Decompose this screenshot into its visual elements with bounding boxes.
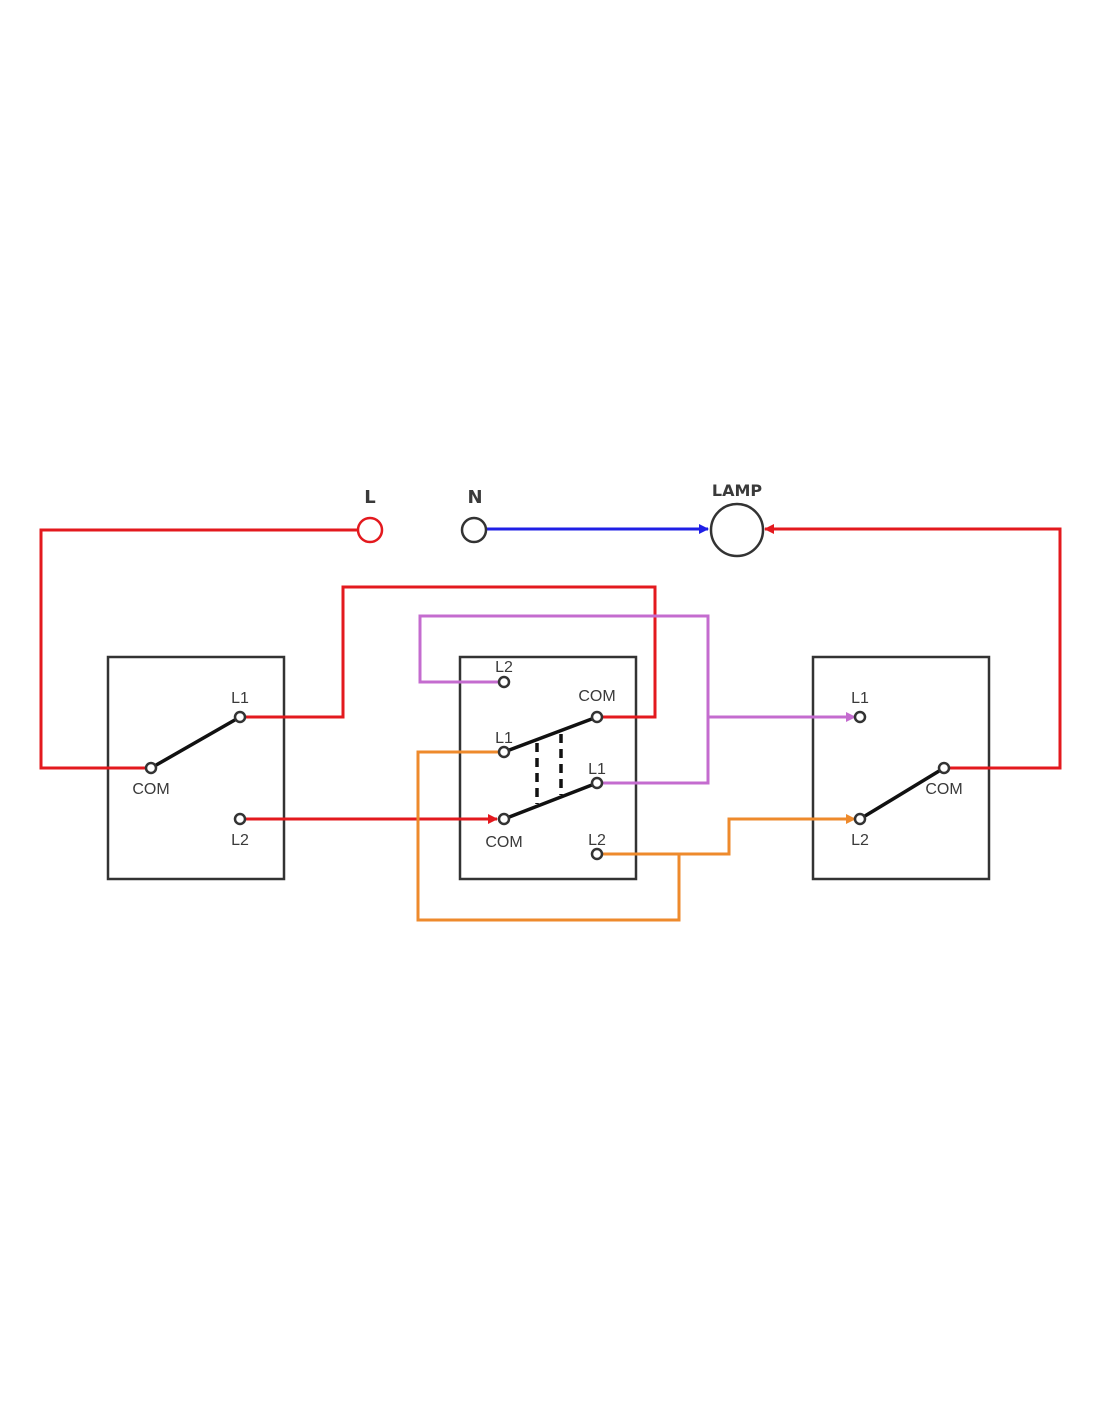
switch-middle-l2-bottom-label: L2 xyxy=(588,832,606,849)
lamp-symbol xyxy=(709,502,765,558)
switch-middle-com-top-terminal xyxy=(590,710,604,724)
switch-right-l1-label: L1 xyxy=(851,690,869,707)
switch-middle-l2-top-terminal xyxy=(497,675,511,689)
switch-middle-l2-top-label: L2 xyxy=(495,659,513,676)
wire-left-l1-to-middle-com-top xyxy=(245,585,657,719)
wire-live-to-left-com xyxy=(39,528,358,770)
switch-left-l2-terminal xyxy=(233,812,247,826)
switch-left-l2-label: L2 xyxy=(231,832,249,849)
switch-right-com-terminal xyxy=(937,761,951,775)
switch-right-com-label: COM xyxy=(925,781,962,798)
switch-left-lever xyxy=(149,715,242,770)
neutral-label: N xyxy=(467,487,482,508)
lamp-label: LAMP xyxy=(712,481,763,500)
switch-middle-com-top-label: COM xyxy=(578,688,615,705)
switch-middle-lever-bottom xyxy=(502,781,599,821)
switch-middle-com-bottom-label: COM xyxy=(485,834,522,851)
switch-middle-l1-left-terminal xyxy=(497,745,511,759)
switch-left-com-terminal xyxy=(144,761,158,775)
neutral-terminal xyxy=(460,516,488,544)
switch-right-l2-terminal xyxy=(853,812,867,826)
wire-traveler-purple-loop xyxy=(418,614,710,785)
switch-right-l2-label: L2 xyxy=(851,832,869,849)
switch-right-lever xyxy=(858,766,946,821)
live-label: L xyxy=(364,487,375,508)
switch-middle-l2-bottom-terminal xyxy=(590,847,604,861)
switch-middle-l1-left-label: L1 xyxy=(495,730,513,747)
live-terminal xyxy=(356,516,384,544)
switch-right-l1-terminal xyxy=(853,710,867,724)
switch-left-l1-label: L1 xyxy=(231,690,249,707)
switch-middle-l1-right-label: L1 xyxy=(588,761,606,778)
switch-middle-lever-top xyxy=(502,715,599,754)
wire-right-com-to-lamp xyxy=(764,524,1062,770)
switch-middle-l1-right-terminal xyxy=(590,776,604,790)
wire-traveler-orange-to-right-l2 xyxy=(679,814,856,856)
switch-left-com-label: COM xyxy=(132,781,169,798)
switch-middle-com-bottom-terminal xyxy=(497,812,511,826)
switch-left-l1-terminal xyxy=(233,710,247,724)
switch-middle-box xyxy=(458,655,638,881)
wire-traveler-orange-loop xyxy=(416,750,681,922)
